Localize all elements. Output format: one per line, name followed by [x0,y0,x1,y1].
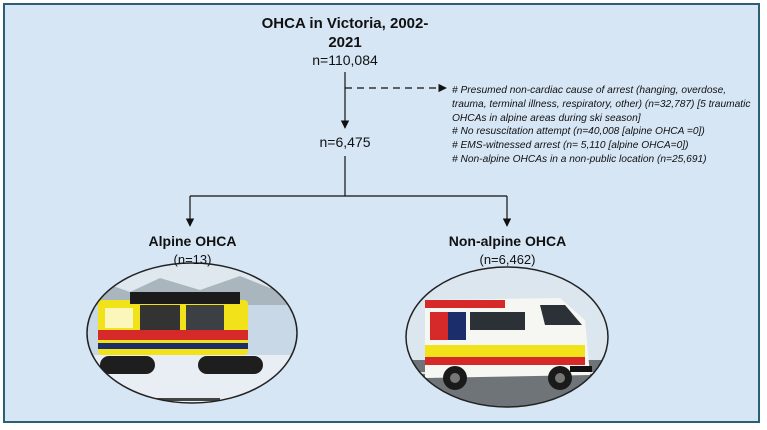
non-alpine-ambulance-photo [400,265,615,410]
exclusion-item: # EMS-witnessed arrest (n= 5,110 [alpine… [452,139,762,153]
exclusion-criteria-list: # Presumed non-cardiac cause of arrest (… [452,84,762,167]
exclusion-item: # Non-alpine OHCAs in a non-public locat… [452,153,762,167]
alpine-ambulance-photo [80,260,305,415]
total-count: n=110,084 [250,52,440,68]
flowchart-title: OHCA in Victoria, 2002-2021 [250,14,440,52]
included-count: n=6,475 [280,134,410,150]
exclusion-item: # Presumed non-cardiac cause of arrest (… [452,84,762,125]
alpine-group-label: Alpine OHCA [110,233,275,249]
non-alpine-group-count: (n=6,462) [425,252,590,267]
non-alpine-group-label: Non-alpine OHCA [425,233,590,249]
alpine-group-count: (n=13) [110,252,275,267]
exclusion-item: # No resuscitation attempt (n=40,008 [al… [452,125,762,139]
